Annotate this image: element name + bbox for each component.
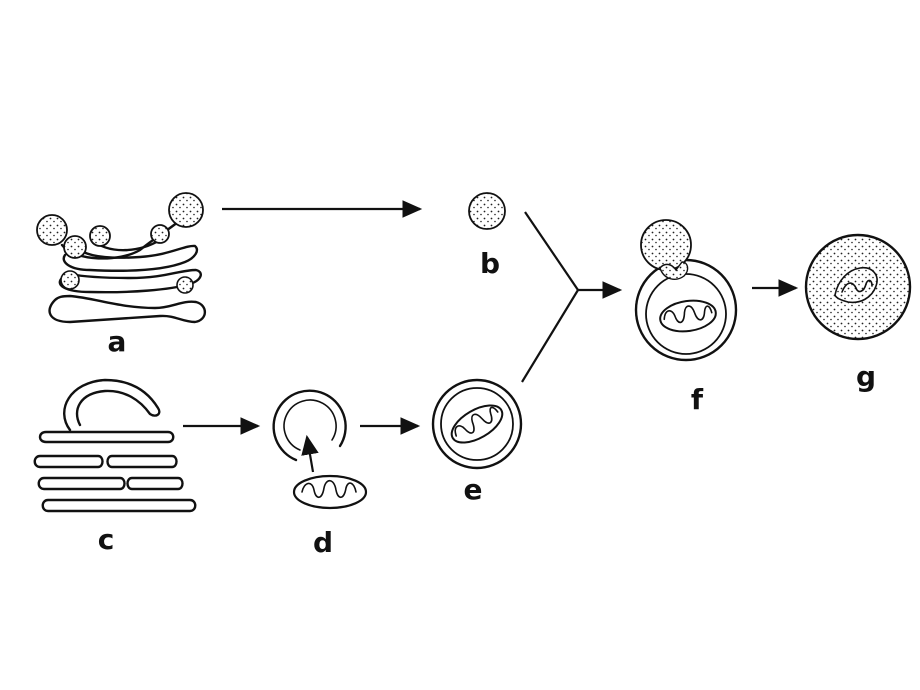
golgi-vesicle <box>150 224 170 244</box>
endoplasmic-reticulum <box>33 378 197 513</box>
phagophore-membrane-outer <box>272 389 347 462</box>
label-g: g <box>856 360 876 393</box>
fusion-neck <box>659 261 689 280</box>
golgi-vesicle <box>63 235 87 259</box>
arrow-b-to-junction <box>524 211 579 291</box>
label-c: c <box>98 523 115 556</box>
mitochondrion <box>292 474 368 510</box>
arrow-mitochondrion-up <box>301 434 319 473</box>
degrading-cristae <box>841 279 873 293</box>
golgi-cisterna-3 <box>62 244 199 272</box>
autolysosome <box>804 233 912 341</box>
label-e: e <box>464 473 483 506</box>
er-tubule <box>106 454 178 469</box>
golgi-vesicle <box>176 276 194 294</box>
golgi-vesicle <box>36 214 68 246</box>
er-tubule <box>126 476 184 491</box>
label-d: d <box>313 526 333 559</box>
er-tubule <box>37 476 126 491</box>
er-tubule <box>33 454 104 469</box>
forming-phagophore <box>272 389 347 462</box>
label-b: b <box>480 247 500 280</box>
degrading-content <box>834 266 878 304</box>
lysosome <box>468 192 506 230</box>
er-loop <box>63 378 161 432</box>
label-a: a <box>108 325 127 358</box>
mitochondrion-cristae <box>301 479 357 499</box>
engulfed-mitochondrion <box>659 299 717 333</box>
phagophore-membrane-inner <box>283 399 337 451</box>
golgi-cisterna-4 <box>58 268 202 294</box>
engulfed-mitochondrion <box>450 404 504 444</box>
arrow-e-to-junction <box>521 289 579 383</box>
golgi-vesicle <box>168 192 204 228</box>
golgi-vesicle <box>60 270 80 290</box>
golgi-vesicle <box>89 225 111 247</box>
fusion-stage <box>634 219 738 362</box>
golgi-apparatus <box>36 192 207 324</box>
er-tubule <box>38 430 175 444</box>
er-tubule <box>41 498 197 513</box>
golgi-cisterna-5 <box>48 294 207 324</box>
label-f: f <box>691 383 704 416</box>
autophagosome <box>431 378 523 470</box>
